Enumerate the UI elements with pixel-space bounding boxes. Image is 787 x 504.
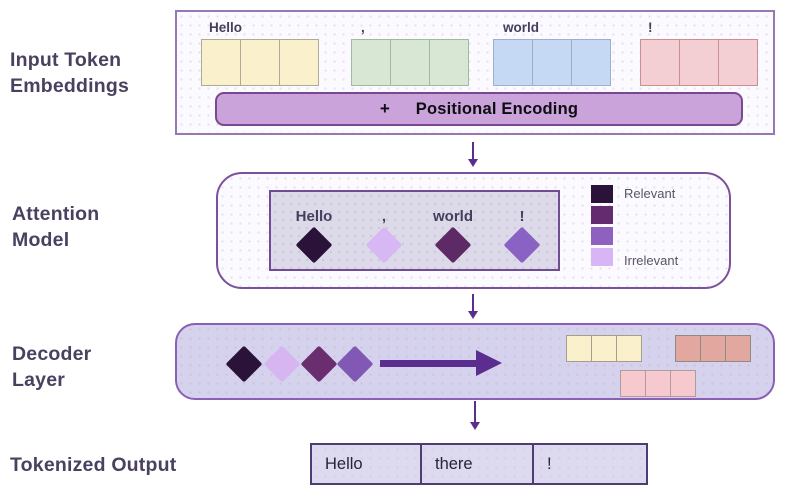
- relevance-diamond-icon: [263, 345, 301, 383]
- token-label: !: [648, 20, 653, 35]
- decoder-output-cells: [566, 335, 642, 362]
- relevance-diamond-icon: [225, 345, 263, 383]
- relevance-diamond-icon: [365, 226, 403, 264]
- output-token-cell: Hello: [312, 445, 422, 483]
- token-label: !: [519, 208, 525, 225]
- embedding-cell: [718, 39, 758, 86]
- legend-label-irrelevant: Irrelevant: [624, 253, 679, 268]
- legend-swatch: [591, 227, 613, 245]
- decoder-layer-heading: Decoder Layer: [12, 343, 92, 391]
- token-label: world: [433, 208, 473, 225]
- down-arrow-icon: [470, 401, 480, 430]
- input-embeddings-heading: Input Token Embeddings: [10, 49, 130, 97]
- relevance-diamond-icon: [300, 345, 338, 383]
- embedding-cell: [620, 370, 646, 397]
- attention-legend: Relevant Irrelevant: [591, 185, 678, 271]
- embedding-cells-world: [493, 39, 611, 86]
- embedding-cell: [670, 370, 696, 397]
- embedding-cell: [675, 335, 701, 362]
- embedding-cell: [351, 39, 391, 86]
- embedding-cell: [591, 335, 617, 362]
- attention-token: world: [423, 208, 483, 264]
- decoder-layer-box: [175, 323, 775, 400]
- embedding-cells-exclaim: [640, 39, 758, 86]
- relevance-diamond-icon: [434, 226, 472, 264]
- down-arrow-icon: [468, 142, 478, 167]
- token-label: ,: [361, 20, 365, 35]
- token-label: Hello: [295, 208, 333, 225]
- decoder-output-cells: [620, 370, 696, 397]
- attention-matrix-box: Hello , world !: [269, 190, 560, 271]
- embedding-cell: [429, 39, 469, 86]
- legend-color-scale: [591, 185, 613, 271]
- embedding-cell: [566, 335, 592, 362]
- tokenized-output-heading: Tokenized Output: [10, 454, 177, 476]
- output-token-cell: there: [422, 445, 534, 483]
- embedding-cell: [679, 39, 719, 86]
- output-token-cell: !: [547, 454, 552, 473]
- token-label: Hello: [209, 20, 243, 35]
- attention-token: ,: [354, 208, 414, 264]
- embedding-cell: [532, 39, 572, 86]
- attention-model-box: Hello , world !: [216, 172, 731, 289]
- embedding-cell: [493, 39, 533, 86]
- relevance-diamond-icon: [336, 345, 374, 383]
- relevance-diamond-icon: [503, 226, 541, 264]
- legend-swatch: [591, 185, 613, 203]
- embedding-cell: [201, 39, 241, 86]
- embedding-cell: [240, 39, 280, 86]
- token-label: ,: [381, 208, 387, 225]
- legend-label-relevant: Relevant: [624, 186, 676, 201]
- token-label: world: [503, 20, 539, 35]
- embedding-cell: [571, 39, 611, 86]
- embedding-cell: [616, 335, 642, 362]
- right-arrow-icon: [380, 350, 502, 376]
- embedding-cell: [640, 39, 680, 86]
- embedding-cell: [700, 335, 726, 362]
- legend-swatch: [591, 206, 613, 224]
- positional-encoding-bar: + Positional Encoding: [215, 92, 743, 126]
- embedding-cell: [390, 39, 430, 86]
- attention-model-heading: Attention Model: [12, 203, 100, 251]
- attention-token: Hello: [284, 208, 344, 264]
- down-arrow-icon: [468, 294, 478, 319]
- embedding-cell: [279, 39, 319, 86]
- embedding-cells-hello: [201, 39, 319, 86]
- plus-icon: +: [379, 99, 390, 118]
- input-embeddings-box: Hello , world ! + Positional Encoding: [175, 10, 775, 135]
- tokenized-output-table: Hello there !: [310, 443, 648, 485]
- attention-token: !: [492, 208, 552, 264]
- embedding-cells-comma: [351, 39, 469, 86]
- relevance-diamond-icon: [295, 226, 333, 264]
- legend-swatch: [591, 248, 613, 266]
- embedding-cell: [725, 335, 751, 362]
- decoder-output-cells: [675, 335, 751, 362]
- positional-encoding-label: Positional Encoding: [415, 99, 579, 118]
- embedding-cell: [645, 370, 671, 397]
